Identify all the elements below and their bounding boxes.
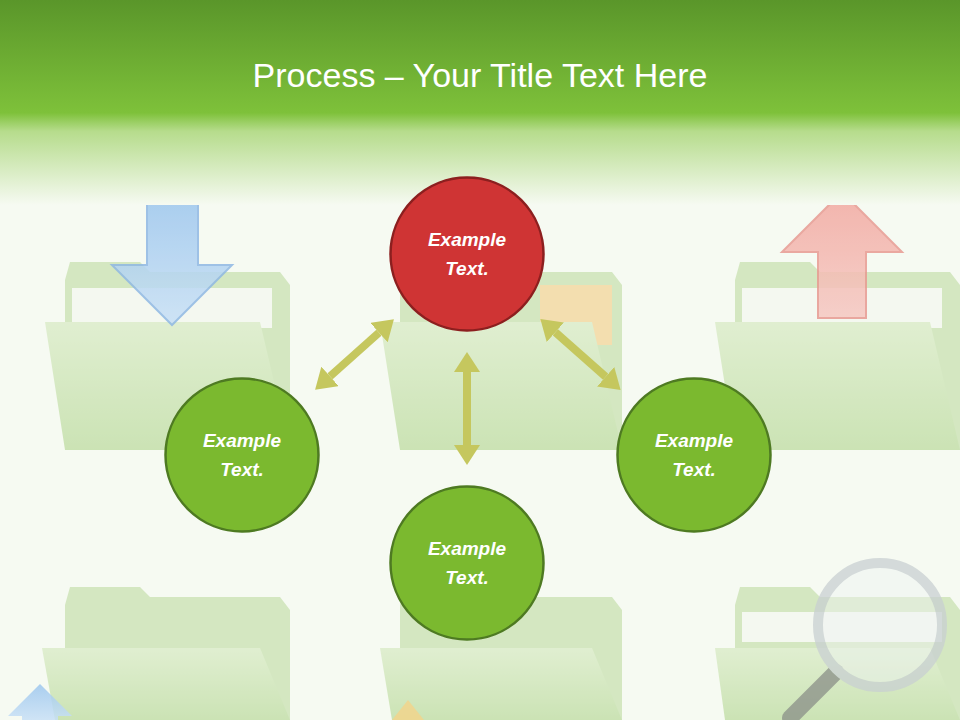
magnifier: [790, 563, 942, 718]
node-label: Example Text.: [415, 534, 519, 592]
circle-fill: [166, 379, 319, 532]
circle-outline: [616, 377, 772, 533]
process-circle: Example Text.: [389, 485, 545, 641]
node-label: Example Text.: [190, 426, 294, 484]
circle-fill: [391, 178, 544, 331]
process-circle: Example Text.: [616, 377, 772, 533]
upload-arrow: [782, 192, 902, 318]
header-band: [0, 0, 960, 205]
double-arrow: [463, 372, 471, 445]
circle-outline: [389, 176, 545, 332]
circle-fill: [391, 487, 544, 640]
circle-fill: [618, 379, 771, 532]
highlight-circle: Example Text.: [389, 176, 545, 332]
folder-icon: [42, 587, 290, 720]
node-label: Example Text.: [642, 426, 746, 484]
node-label: Example Text.: [415, 225, 519, 283]
download-arrow: [112, 198, 232, 325]
process-circle: Example Text.: [164, 377, 320, 533]
double-arrow: [330, 333, 379, 377]
double-arrow: [555, 332, 605, 377]
folder-icons: [42, 262, 960, 720]
small-arrow: [8, 684, 72, 720]
circle-outline: [164, 377, 320, 533]
slide-title: Process – Your Title Text Here: [0, 50, 960, 100]
circle-outline: [389, 485, 545, 641]
small-arrow: [392, 700, 424, 720]
